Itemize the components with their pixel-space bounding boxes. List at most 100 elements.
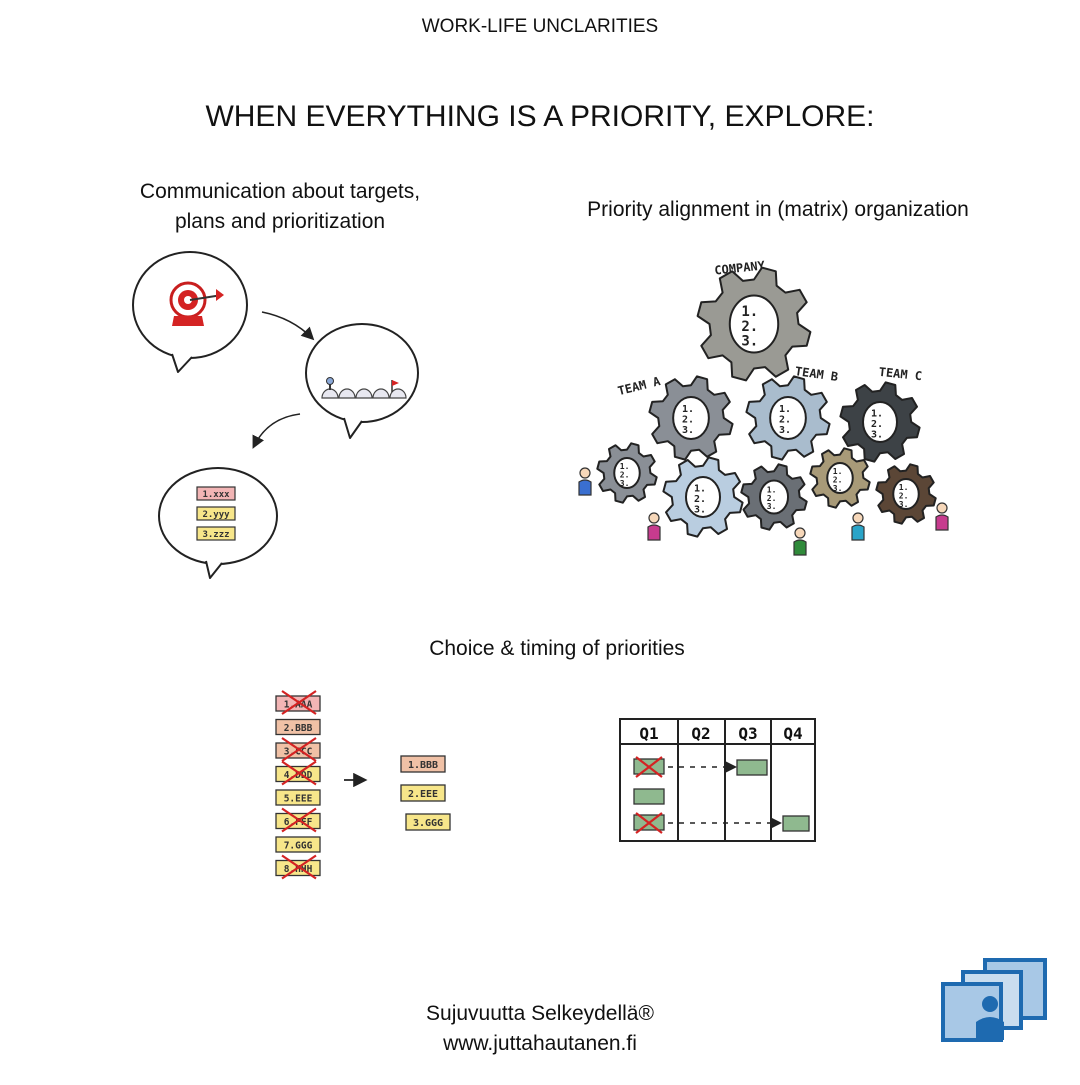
gear-team-d-member: 1.2.3. (809, 447, 871, 509)
quarter-timing-grid: Q1 Q2 Q3 Q4 (619, 718, 816, 842)
target-speech-bubble (132, 251, 248, 373)
priority-list-item-label: 3.zzz (202, 530, 229, 540)
gear-team-a: 1.2.3. (648, 375, 734, 461)
alignment-title: Priority alignment in (matrix) organizat… (587, 198, 969, 221)
people-group (578, 467, 949, 556)
priority-list-item: 2.yyy (196, 506, 236, 521)
gear-list-label: 1. (682, 404, 694, 415)
gear-list-label: 3. (767, 502, 777, 511)
gear-list-label: 1. (741, 304, 758, 320)
person-icon (935, 502, 949, 531)
milestones-icon (321, 377, 407, 399)
timeline-row-3 (633, 812, 810, 834)
person-icon (793, 527, 807, 556)
priority-list-item: 1.xxx (196, 486, 236, 501)
communication-title-line2: plans and prioritization (175, 210, 385, 233)
team-a-label: TEAM A (616, 374, 662, 398)
chosen-list-item-label: 1.BBB (408, 760, 438, 771)
gear-list-label: 1. (767, 485, 777, 494)
gear-list-label: 1. (620, 462, 630, 471)
full-list-item: 4.DDD (275, 760, 321, 786)
cross-out-mark (281, 690, 317, 715)
gear-list-label: 2. (833, 475, 843, 484)
full-list-item: 6.FFF (275, 807, 321, 833)
full-list-item-label: 6.FFF (284, 817, 313, 828)
cross-out-mark (281, 807, 317, 833)
gear-list-label: 2. (767, 494, 777, 503)
gear-list-label: 1. (833, 467, 843, 476)
gear-list-label: 3. (871, 430, 883, 441)
series-title: WORK-LIFE UNCLARITIES (422, 16, 658, 37)
priority-list-item-label: 2.yyy (202, 510, 230, 520)
gear-team-e-member: 1.2.3. (875, 463, 937, 525)
priority-list-item-label: 1.xxx (202, 490, 230, 500)
full-list-item-label: 2.BBB (284, 723, 313, 734)
chosen-list-item: 3.GGG (405, 813, 451, 831)
target-icon (169, 281, 224, 326)
chosen-list-item-label: 3.GGG (413, 818, 443, 829)
full-list-item-label: 1.AAA (284, 700, 313, 711)
full-list-item: 1.AAA (275, 690, 321, 715)
gear-list-label: 2. (741, 319, 758, 335)
company-label: COMPANY (714, 258, 767, 277)
full-list-item: 3.CCC (275, 737, 321, 762)
full-list-item-label: 4.DDD (284, 770, 313, 781)
chosen-list-item-label: 2.EEE (408, 789, 438, 800)
gear-list-label: 3. (833, 484, 843, 493)
chosen-list-item: 2.EEE (400, 784, 446, 802)
full-list-item: 2.BBB (275, 718, 321, 736)
gear-list-label: 3. (682, 425, 694, 436)
gear-company: 1.2.3. (696, 266, 812, 382)
gear-list-label: 2. (694, 494, 706, 505)
full-list-item-label: 7.GGG (284, 841, 313, 852)
gear-team-a-member: 1.2.3. (596, 442, 658, 504)
gear-list-label: 3. (741, 333, 758, 349)
full-list-item: 7.GGG (275, 836, 321, 853)
full-list-item: 5.EEE (275, 789, 321, 806)
gear-team-c-member: 1.2.3. (740, 463, 808, 531)
flow-arrow-2 (252, 413, 301, 449)
gear-list-label: 3. (779, 425, 791, 436)
quarter-header: Q3 (738, 724, 757, 743)
gear-list-label: 2. (620, 470, 630, 479)
quarter-header: Q1 (639, 724, 658, 743)
cross-out-mark (281, 854, 317, 880)
person-icon (647, 512, 661, 541)
gear-team-b: 1.2.3. (745, 375, 831, 461)
gear-list-label: 2. (899, 491, 909, 500)
team-b-label: TEAM B (794, 364, 839, 384)
gear-list-label: 2. (682, 415, 694, 426)
website-url: www.juttahautanen.fi (442, 1032, 637, 1055)
full-list-item-label: 3.CCC (284, 747, 313, 758)
quarter-header: Q4 (783, 724, 802, 743)
priority-list-item: 3.zzz (196, 526, 236, 541)
gear-cluster: 1.2.3.1.2.3.1.2.3.1.2.3.1.2.3.1.2.3.1.2.… (596, 266, 937, 538)
full-list-item-label: 8.HHH (284, 864, 313, 875)
gear-list-label: 1. (779, 404, 791, 415)
chosen-list-item: 1.BBB (400, 755, 446, 773)
plan-speech-bubble (305, 323, 419, 439)
full-list-item-label: 5.EEE (284, 794, 313, 805)
gear-list-label: 3. (899, 500, 909, 509)
quarter-header: Q2 (691, 724, 710, 743)
gear-list-label: 1. (694, 484, 706, 495)
timeline-row-2 (633, 788, 665, 805)
cross-out-mark (281, 737, 317, 762)
full-priority-list: 1.AAA 2.BBB 3.CCC 4.DDD 5.EEE 6.FFF 7.GGG 8.HHH (275, 690, 321, 880)
list-speech-bubble: 1.xxx 2.yyy 3.zzz (158, 467, 278, 579)
cross-out-mark (281, 760, 317, 786)
full-list-item: 8.HHH (275, 854, 321, 880)
flow-arrow-1 (261, 311, 315, 341)
gear-team-c: 1.2.3. (839, 381, 921, 463)
gear-list-label: 2. (871, 419, 883, 430)
person-icon (851, 512, 865, 541)
brand-logo (941, 958, 1047, 1042)
choice-title: Choice & timing of priorities (429, 637, 685, 660)
gear-list-label: 1. (871, 409, 883, 420)
gear-team-b-member: 1.2.3. (662, 456, 744, 538)
main-title: WHEN EVERYTHING IS A PRIORITY, EXPLORE: (205, 100, 874, 133)
brand-name: Sujuvuutta Selkeydellä® (426, 1002, 654, 1025)
priority-list: 1.xxx 2.yyy 3.zzz (196, 486, 236, 541)
